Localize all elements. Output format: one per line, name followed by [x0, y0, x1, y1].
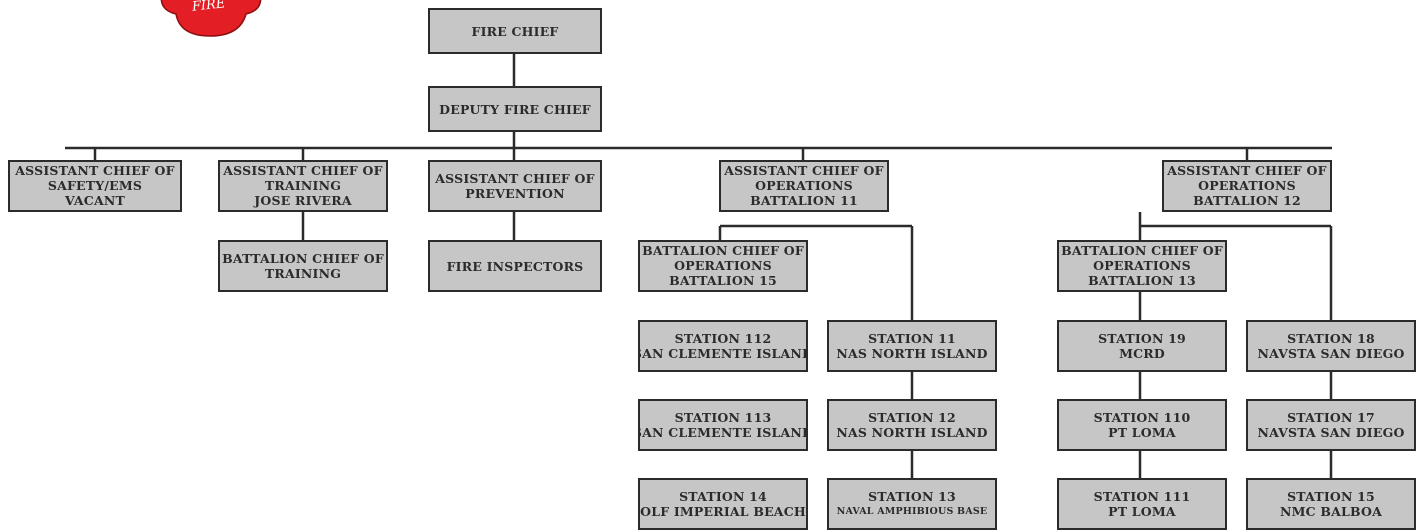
assistant-chief-ops12-line2: OPERATIONS	[1198, 178, 1296, 193]
station-15-location: NMC BALBOA	[1280, 504, 1382, 519]
station-17-box: STATION 17 NAVSTA SAN DIEGO	[1246, 399, 1416, 451]
battalion-chief-training-box: BATTALION CHIEF OF TRAINING	[218, 240, 388, 292]
station-13-name: STATION 13	[868, 489, 956, 504]
assistant-chief-safety-line3: VACANT	[64, 193, 125, 208]
station-19-name: STATION 19	[1098, 331, 1186, 346]
station-11-location: NAS NORTH ISLAND	[836, 346, 988, 361]
station-19-location: MCRD	[1119, 346, 1165, 361]
station-12-box: STATION 12 NAS NORTH ISLAND	[827, 399, 997, 451]
station-14-location: OLF IMPERIAL BEACH	[640, 504, 806, 519]
station-17-location: NAVSTA SAN DIEGO	[1257, 425, 1405, 440]
station-15-box: STATION 15 NMC BALBOA	[1246, 478, 1416, 530]
battalion-chief-ops15-line1: BATTALION CHIEF OF	[642, 243, 804, 258]
fire-chief-title: FIRE CHIEF	[471, 23, 559, 39]
fire-department-logo: FIRE	[148, 0, 273, 42]
station-11-box: STATION 11 NAS NORTH ISLAND	[827, 320, 997, 372]
assistant-chief-training-line2: TRAINING	[264, 178, 342, 193]
fire-chief-box: FIRE CHIEF	[428, 8, 602, 54]
deputy-fire-chief-box: DEPUTY FIRE CHIEF	[428, 86, 602, 132]
station-14-box: STATION 14 OLF IMPERIAL BEACH	[638, 478, 808, 530]
station-110-location: PT LOMA	[1108, 425, 1176, 440]
fire-inspectors-title: FIRE INSPECTORS	[446, 258, 584, 274]
station-18-location: NAVSTA SAN DIEGO	[1257, 346, 1405, 361]
assistant-chief-safety-box: ASSISTANT CHIEF OF SAFETY/EMS VACANT	[8, 160, 182, 212]
station-19-box: STATION 19 MCRD	[1057, 320, 1227, 372]
assistant-chief-ops-battalion-12-box: ASSISTANT CHIEF OF OPERATIONS BATTALION …	[1162, 160, 1332, 212]
battalion-chief-ops13-line1: BATTALION CHIEF OF	[1061, 243, 1223, 258]
station-112-box: STATION 112 SAN CLEMENTE ISLAND	[638, 320, 808, 372]
station-12-location: NAS NORTH ISLAND	[836, 425, 988, 440]
station-13-location: NAVAL AMPHIBIOUS BASE	[836, 506, 988, 517]
station-13-box: STATION 13 NAVAL AMPHIBIOUS BASE	[827, 478, 997, 530]
station-17-name: STATION 17	[1287, 410, 1375, 425]
assistant-chief-ops12-line1: ASSISTANT CHIEF OF	[1167, 163, 1327, 178]
station-112-location: SAN CLEMENTE ISLAND	[638, 346, 808, 361]
station-14-name: STATION 14	[679, 489, 767, 504]
fire-department-badge-icon	[160, 0, 262, 37]
station-113-box: STATION 113 SAN CLEMENTE ISLAND	[638, 399, 808, 451]
battalion-chief-ops-15-box: BATTALION CHIEF OF OPERATIONS BATTALION …	[638, 240, 808, 292]
assistant-chief-ops11-line1: ASSISTANT CHIEF OF	[724, 163, 884, 178]
assistant-chief-ops11-line2: OPERATIONS	[755, 178, 853, 193]
station-110-name: STATION 110	[1093, 410, 1191, 425]
station-111-location: PT LOMA	[1108, 504, 1176, 519]
battalion-chief-ops15-line3: BATTALION 15	[669, 273, 777, 288]
assistant-chief-training-box: ASSISTANT CHIEF OF TRAINING JOSE RIVERA	[218, 160, 388, 212]
station-113-name: STATION 113	[674, 410, 772, 425]
assistant-chief-training-line3: JOSE RIVERA	[254, 193, 352, 208]
station-18-box: STATION 18 NAVSTA SAN DIEGO	[1246, 320, 1416, 372]
station-111-name: STATION 111	[1093, 489, 1191, 504]
station-18-name: STATION 18	[1287, 331, 1375, 346]
station-12-name: STATION 12	[868, 410, 956, 425]
assistant-chief-ops12-line3: BATTALION 12	[1193, 193, 1301, 208]
battalion-chief-ops13-line3: BATTALION 13	[1088, 273, 1196, 288]
assistant-chief-safety-line1: ASSISTANT CHIEF OF	[15, 163, 175, 178]
assistant-chief-ops11-line3: BATTALION 11	[750, 193, 858, 208]
station-15-name: STATION 15	[1287, 489, 1375, 504]
battalion-chief-ops15-line2: OPERATIONS	[674, 258, 772, 273]
station-112-name: STATION 112	[674, 331, 772, 346]
battalion-chief-ops-13-box: BATTALION CHIEF OF OPERATIONS BATTALION …	[1057, 240, 1227, 292]
assistant-chief-training-line1: ASSISTANT CHIEF OF	[223, 163, 383, 178]
station-113-location: SAN CLEMENTE ISLAND	[638, 425, 808, 440]
deputy-fire-chief-title: DEPUTY FIRE CHIEF	[439, 101, 591, 117]
fire-inspectors-box: FIRE INSPECTORS	[428, 240, 602, 292]
battalion-chief-training-line1: BATTALION CHIEF OF	[222, 251, 384, 266]
assistant-chief-prevention-line1: ASSISTANT CHIEF OF	[435, 171, 595, 186]
assistant-chief-safety-line2: SAFETY/EMS	[47, 178, 143, 193]
station-111-box: STATION 111 PT LOMA	[1057, 478, 1227, 530]
station-110-box: STATION 110 PT LOMA	[1057, 399, 1227, 451]
station-11-name: STATION 11	[868, 331, 956, 346]
assistant-chief-prevention-box: ASSISTANT CHIEF OF PREVENTION	[428, 160, 602, 212]
assistant-chief-prevention-line2: PREVENTION	[465, 186, 565, 201]
battalion-chief-ops13-line2: OPERATIONS	[1093, 258, 1191, 273]
battalion-chief-training-line2: TRAINING	[264, 266, 342, 281]
assistant-chief-ops-battalion-11-box: ASSISTANT CHIEF OF OPERATIONS BATTALION …	[719, 160, 889, 212]
